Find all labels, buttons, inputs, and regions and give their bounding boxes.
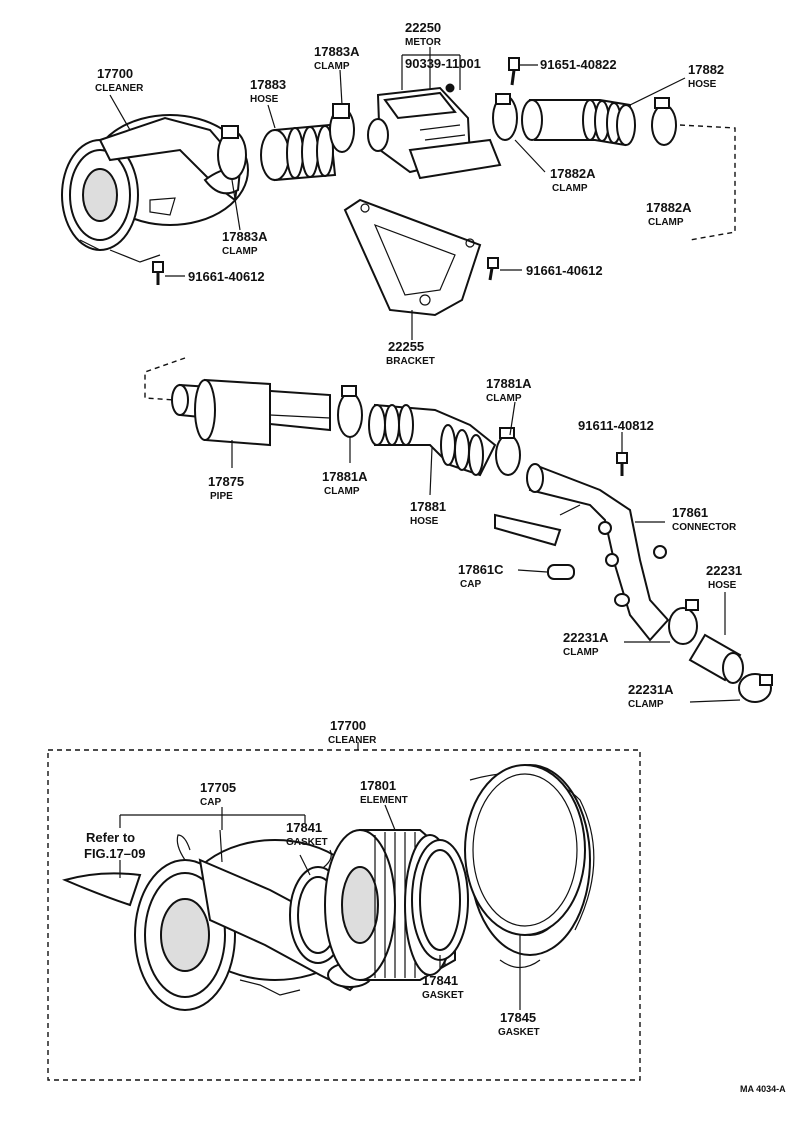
clamp-17883a-right bbox=[329, 103, 355, 153]
hose-22231-number: 22231 bbox=[706, 563, 742, 578]
gasket-17841-bot-number: 17841 bbox=[422, 973, 458, 988]
clamp-22231a-b-name: CLAMP bbox=[628, 699, 664, 710]
hose-17883-number: 17883 bbox=[250, 77, 286, 92]
mid-dash-link bbox=[144, 357, 186, 401]
clamp-17882a-b-name: CLAMP bbox=[648, 217, 684, 228]
clamp-22231a-a-number: 22231A bbox=[563, 630, 609, 645]
hose-17883 bbox=[260, 123, 337, 182]
bolt-91611 bbox=[616, 452, 628, 476]
clamp-17883a-top-name: CLAMP bbox=[314, 61, 350, 72]
clamp-17881a-top-name: CLAMP bbox=[486, 393, 522, 404]
clamp-17882a-near bbox=[492, 93, 518, 141]
cap-17861c bbox=[547, 564, 575, 580]
cap-17861c-name: CAP bbox=[460, 579, 481, 590]
clamp-17882a-b-number: 17882A bbox=[646, 200, 692, 215]
cleaner-bottom-name: CLEANER bbox=[328, 735, 377, 746]
element-number: 17801 bbox=[360, 778, 396, 793]
bolt-91651 bbox=[508, 57, 520, 86]
cleaner-top-name: CLEANER bbox=[95, 83, 144, 94]
bolt-91661-right-number: 91661-40612 bbox=[526, 263, 603, 278]
gasket-17845 bbox=[464, 764, 586, 936]
connector-number: 17861 bbox=[672, 505, 708, 520]
cleaner-top-number: 17700 bbox=[97, 66, 133, 81]
bolt-91661-left bbox=[152, 261, 164, 285]
bolt-91651-number: 91651-40822 bbox=[540, 57, 617, 72]
clamp-17882a-far bbox=[651, 97, 677, 146]
cleaner-bottom-number: 17700 bbox=[330, 718, 366, 733]
pipe-name: PIPE bbox=[210, 491, 233, 502]
clamp-17883a-bot-name: CLAMP bbox=[222, 246, 258, 257]
gasket-17841-right bbox=[411, 839, 469, 961]
hose-22231-name: HOSE bbox=[708, 580, 737, 591]
bottom-leader-lines bbox=[119, 804, 521, 1010]
clamp-17881a-top-number: 17881A bbox=[486, 376, 532, 391]
hose-17882 bbox=[521, 99, 636, 147]
clamp-17881a-bot-number: 17881A bbox=[322, 469, 368, 484]
hose-17882-name: HOSE bbox=[688, 79, 717, 90]
cap-17861c-number: 17861C bbox=[458, 562, 504, 577]
hose-17881-name: HOSE bbox=[410, 516, 439, 527]
gasket-17841-bot-name: GASKET bbox=[422, 990, 464, 1001]
hose-17882-number: 17882 bbox=[688, 62, 724, 77]
clamp-17883a-top-number: 17883A bbox=[314, 44, 360, 59]
cap-17705-name: CAP bbox=[200, 797, 221, 808]
clamp-17883a-bot-number: 17883A bbox=[222, 229, 268, 244]
clamp-22231a-upper bbox=[668, 599, 699, 645]
meter-number: 22250 bbox=[405, 20, 441, 35]
clamp-17881a-right bbox=[495, 427, 521, 476]
cap-17705-number: 17705 bbox=[200, 780, 236, 795]
hose-17881-number: 17881 bbox=[410, 499, 446, 514]
clamp-17881a-left bbox=[337, 385, 363, 438]
element-name: ELEMENT bbox=[360, 795, 408, 806]
bracket-22255 bbox=[343, 198, 482, 317]
clamp-17883a-left bbox=[217, 125, 247, 180]
clamp-22231a-b-number: 22231A bbox=[628, 682, 674, 697]
gasket-17841-top-number: 17841 bbox=[286, 820, 322, 835]
pipe-17875 bbox=[171, 378, 331, 447]
pipe-number: 17875 bbox=[208, 474, 244, 489]
connector-name: CONNECTOR bbox=[672, 522, 737, 533]
bolt-91661-left-number: 91661-40612 bbox=[188, 269, 265, 284]
refer-line-2: FIG.17–09 bbox=[84, 846, 145, 861]
gasket-17841-top-name: GASKET bbox=[286, 837, 328, 848]
meter-name: METOR bbox=[405, 37, 442, 48]
clamp-17881a-bot-name: CLAMP bbox=[324, 486, 360, 497]
top-leader-lines bbox=[109, 47, 736, 340]
hose-17881 bbox=[368, 403, 497, 477]
figure-code: MA 4034-A bbox=[740, 1084, 786, 1094]
clamp-17882a-a-number: 17882A bbox=[550, 166, 596, 181]
hose-22231 bbox=[688, 633, 744, 684]
gasket-17845-name: GASKET bbox=[498, 1027, 540, 1038]
cleaner-group-box bbox=[47, 749, 641, 1081]
bolt-91661-right bbox=[487, 257, 499, 281]
bolt-91611-number: 91611-40812 bbox=[578, 418, 654, 433]
clamp-22231a-lower bbox=[738, 673, 773, 703]
connector-17861 bbox=[494, 463, 670, 642]
air-flow-meter bbox=[367, 83, 502, 180]
bracket-name: BRACKET bbox=[386, 356, 435, 367]
bracket-number: 22255 bbox=[388, 339, 424, 354]
mid-leader-lines bbox=[231, 401, 741, 703]
gasket-17845-number: 17845 bbox=[500, 1010, 536, 1025]
refer-line-1: Refer to bbox=[86, 830, 135, 845]
bolt-90339-number: 90339-11001 bbox=[405, 56, 481, 71]
labels: 17700 CLEANER 17883 HOSE 17883A CLAMP 22… bbox=[84, 20, 786, 1094]
clamp-17882a-a-name: CLAMP bbox=[552, 183, 588, 194]
air-cleaner-top bbox=[61, 114, 249, 263]
hose-17883-name: HOSE bbox=[250, 94, 279, 105]
clamp-22231a-a-name: CLAMP bbox=[563, 647, 599, 658]
